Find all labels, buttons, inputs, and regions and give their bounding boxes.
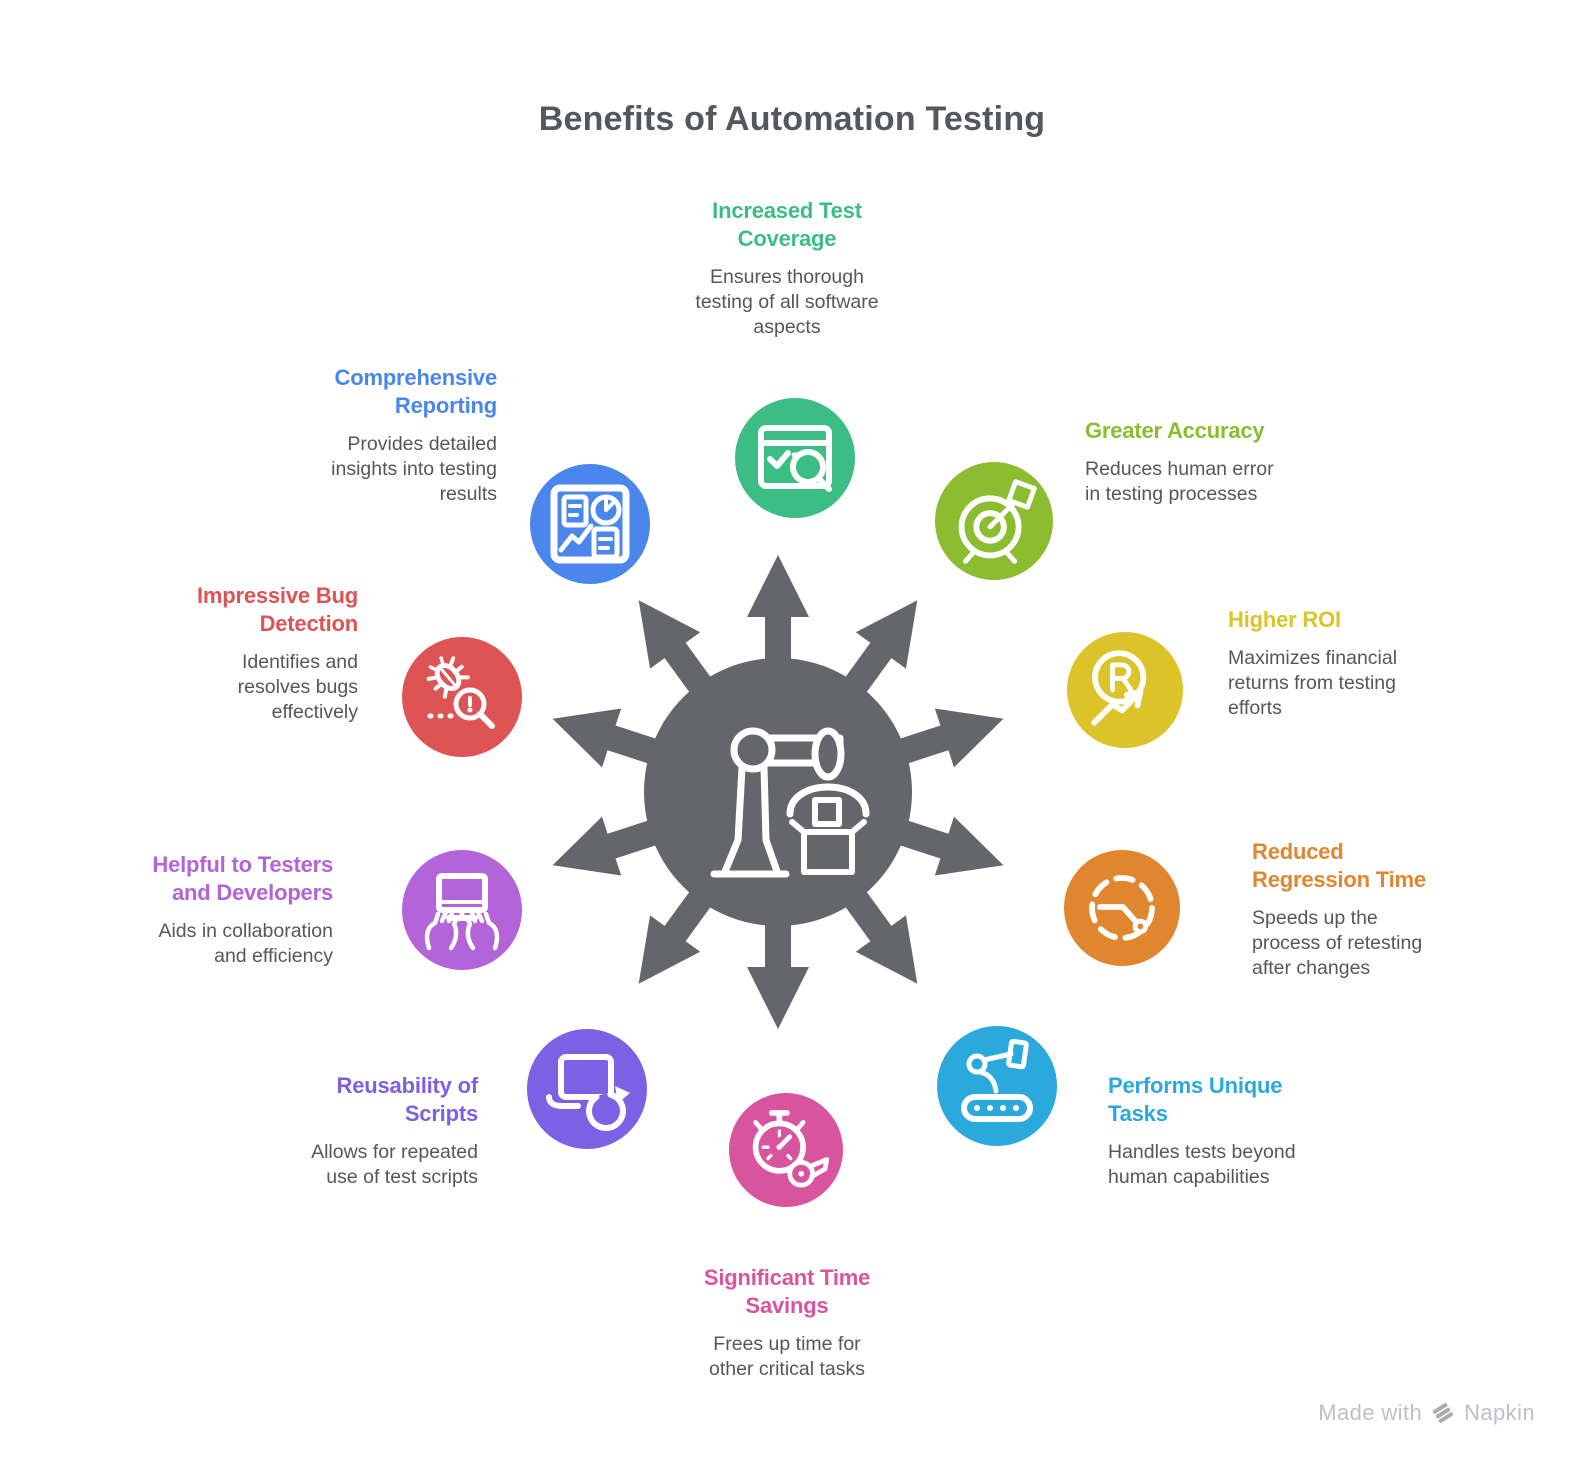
benefit-label: Reduced Regression Time Speeds up the pr… [1252, 838, 1552, 981]
browser-check-search-icon [735, 398, 855, 518]
benefit-title: Higher ROI [1228, 607, 1341, 632]
benefit-description: Frees up time for other critical tasks [708, 1333, 866, 1380]
robot-arm-person-icon [710, 727, 870, 878]
benefit-description: Reduces human error in testing processes [1085, 458, 1274, 505]
benefit-description: Handles tests beyond human capabilities [1108, 1141, 1296, 1188]
benefit-description: Provides detailed insights into testing … [331, 433, 497, 505]
benefit-label: Performs Unique Tasks Handles tests beyo… [1108, 1072, 1408, 1190]
benefit-title: Greater Accuracy [1085, 418, 1265, 443]
bug-magnifier-icon [402, 637, 522, 757]
benefit-label: Reusability of Scripts Allows for repeat… [178, 1072, 478, 1190]
roi-growth-icon [1067, 632, 1183, 748]
benefit-label: Greater Accuracy Reduces human error in … [1085, 417, 1385, 507]
benefit-label: Increased Test Coverage Ensures thorough… [642, 197, 932, 340]
benefit-description: Speeds up the process of retesting after… [1252, 907, 1423, 979]
benefit-description: Maximizes financial returns from testing… [1228, 647, 1398, 719]
benefit-description: Ensures thorough testing of all software… [695, 266, 879, 338]
benefit-title: Significant Time Savings [703, 1265, 871, 1318]
target-dart-icon [935, 462, 1053, 580]
robot-arm-conveyor-icon [937, 1026, 1057, 1146]
watermark-brand: Napkin [1464, 1400, 1535, 1425]
benefit-description: Aids in collaboration and efficiency [158, 920, 333, 967]
benefit-title: Increased Test Coverage [712, 198, 862, 251]
benefit-label: Higher ROI Maximizes financial returns f… [1228, 606, 1528, 721]
benefit-description: Allows for repeated use of test scripts [311, 1141, 478, 1188]
stopwatch-whistle-icon [729, 1093, 843, 1207]
benefit-title: Reusability of Scripts [336, 1073, 479, 1126]
page-title: Benefits of Automation Testing [538, 100, 1046, 138]
watermark-text: Made with [1318, 1400, 1423, 1425]
benefit-label: Comprehensive Reporting Provides detaile… [197, 364, 497, 507]
watermark: Made with Napkin [1318, 1400, 1535, 1426]
rewind-clock-icon [1064, 850, 1180, 966]
benefit-title: Reduced Regression Time [1252, 839, 1426, 892]
benefit-title: Helpful to Testers and Developers [152, 852, 333, 905]
laptop-refresh-icon [527, 1029, 647, 1149]
benefit-description: Identifies and resolves bugs effectively [237, 651, 358, 723]
hub-diagram [552, 555, 1004, 1029]
benefit-label: Significant Time Savings Frees up time f… [637, 1264, 937, 1382]
benefit-title: Impressive Bug Detection [196, 583, 358, 636]
monitor-hands-icon [402, 850, 522, 970]
hub-circle [644, 658, 912, 926]
benefit-title: Comprehensive Reporting [334, 365, 498, 418]
napkin-logo-icon [1432, 1402, 1454, 1424]
benefit-title: Performs Unique Tasks [1108, 1073, 1283, 1126]
benefit-label: Helpful to Testers and Developers Aids i… [33, 851, 333, 969]
benefit-label: Impressive Bug Detection Identifies and … [58, 582, 358, 725]
report-dashboard-icon [530, 464, 650, 584]
